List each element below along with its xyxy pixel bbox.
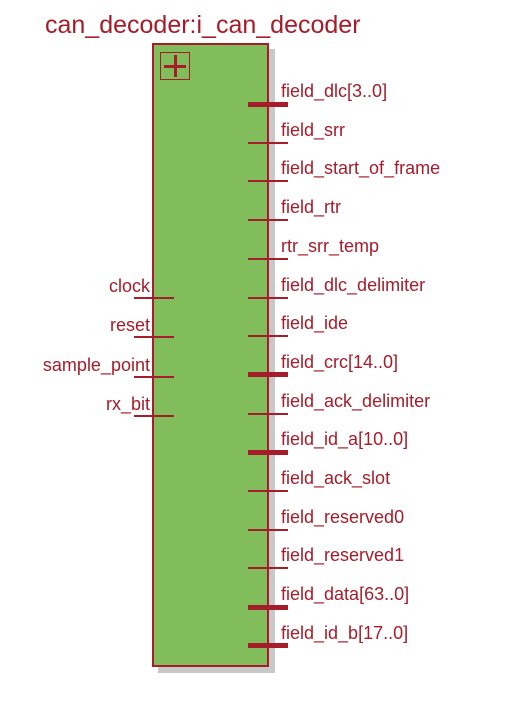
output-label-field-ide: field_ide [281, 313, 349, 334]
output-pin-field-crc-14-0[interactable] [248, 372, 288, 378]
output-label-field-id-b-17-0: field_id_b[17..0] [281, 622, 409, 643]
output-pin-field-srr[interactable] [248, 141, 288, 144]
output-label-field-start-of-frame: field_start_of_frame [281, 158, 441, 179]
input-pin-sample-point[interactable] [134, 375, 174, 378]
plus-vertical-bar [174, 55, 177, 77]
input-pin-reset[interactable] [134, 336, 174, 339]
output-pin-field-ack-slot[interactable] [248, 490, 288, 492]
output-pin-field-id-b-17-0[interactable] [248, 643, 288, 649]
input-label-reset: reset [109, 315, 150, 336]
input-pin-clock[interactable] [134, 297, 174, 299]
input-label-sample-point: sample_point [42, 354, 150, 375]
input-label-rx-bit: rx_bit [105, 393, 150, 414]
output-label-field-rtr: field_rtr [281, 197, 342, 218]
output-pin-field-ide[interactable] [248, 335, 288, 338]
output-pin-rtr-srr-temp[interactable] [248, 257, 288, 260]
output-pin-field-reserved0[interactable] [248, 528, 288, 531]
expand-plus-icon[interactable] [160, 52, 190, 80]
output-pin-field-reserved1[interactable] [248, 567, 288, 570]
output-pin-field-id-a-10-0[interactable] [248, 449, 288, 455]
output-label-field-ack-delimiter: field_ack_delimiter [281, 390, 431, 411]
output-pin-field-ack-delimiter[interactable] [248, 412, 288, 415]
output-label-field-ack-slot: field_ack_slot [281, 468, 391, 488]
output-label-field-reserved0: field_reserved0 [281, 506, 405, 527]
input-pin-rx-bit[interactable] [134, 414, 174, 417]
output-label-field-dlc-delimiter: field_dlc_delimiter [281, 274, 426, 295]
output-pin-field-data-63-0[interactable] [248, 604, 288, 610]
output-pin-field-start-of-frame[interactable] [248, 180, 288, 183]
output-label-field-id-a-10-0: field_id_a[10..0] [281, 429, 409, 450]
output-label-field-srr: field_srr [281, 119, 346, 140]
output-label-field-dlc-3-0: field_dlc[3..0] [281, 81, 388, 101]
output-label-field-crc-14-0: field_crc[14..0] [281, 351, 399, 372]
output-label-field-reserved1: field_reserved1 [281, 545, 405, 566]
output-pin-field-rtr[interactable] [248, 219, 288, 222]
output-pin-field-dlc-3-0[interactable] [248, 101, 288, 107]
output-label-field-data-63-0: field_data[63..0] [281, 584, 410, 605]
output-label-rtr-srr-temp: rtr_srr_temp [281, 235, 380, 256]
block-body[interactable] [152, 43, 269, 667]
output-pin-field-dlc-delimiter[interactable] [248, 296, 288, 299]
input-label-clock: clock [108, 276, 150, 296]
block-title: can_decoder:i_can_decoder [45, 11, 361, 39]
